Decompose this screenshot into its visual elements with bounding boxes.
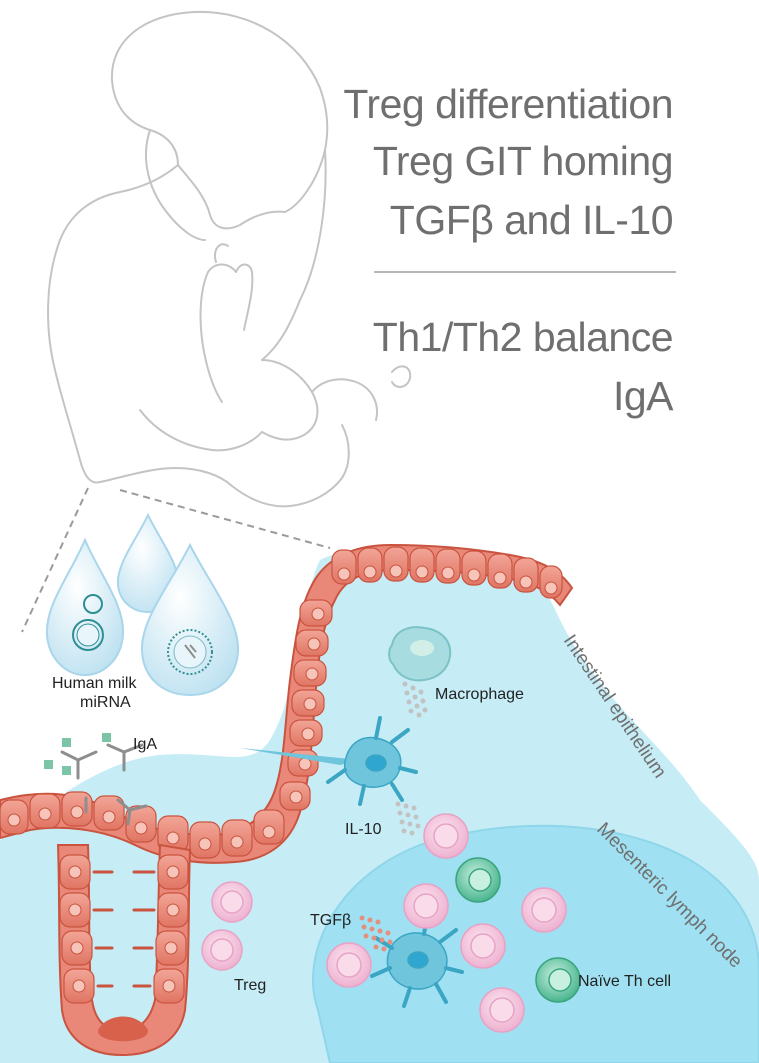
headline-treg-git-homing: Treg GIT homing xyxy=(372,138,674,184)
headline-treg-differentiation: Treg differentiation xyxy=(343,81,673,127)
headline-th1-th2-balance: Th1/Th2 balance xyxy=(372,314,674,360)
intestinal-epithelium-layer xyxy=(0,543,574,1057)
zoom-lines xyxy=(21,487,331,633)
tgfb-label: TGFβ xyxy=(310,912,352,929)
macrophage-cell xyxy=(388,626,452,682)
il10-label: IL-10 xyxy=(345,821,382,838)
treg-cells xyxy=(201,813,567,1033)
naive-th-cell-label: Naïve Th cell xyxy=(578,973,672,990)
antigen-squares xyxy=(44,733,111,775)
dendritic-cell-upper xyxy=(240,716,418,806)
headline-iga: IgA xyxy=(612,373,674,419)
macrophage-label: Macrophage xyxy=(435,686,524,703)
naive-th-cells xyxy=(455,857,581,1003)
tgfb-granules xyxy=(359,915,393,952)
iga-label: IgA xyxy=(133,736,158,753)
treg-label: Treg xyxy=(234,977,267,994)
mother-baby-sketch xyxy=(47,10,412,508)
iga-antibodies xyxy=(60,743,148,826)
milk-drops xyxy=(45,512,240,697)
human-milk-label: Human milk xyxy=(52,675,137,692)
mirna-label: miRNA xyxy=(80,694,131,711)
macrophage-granules xyxy=(402,681,428,718)
il10-granules xyxy=(395,801,421,836)
headline-tgfb-il10: TGFβ and IL-10 xyxy=(389,197,674,243)
headline-divider xyxy=(374,271,676,273)
